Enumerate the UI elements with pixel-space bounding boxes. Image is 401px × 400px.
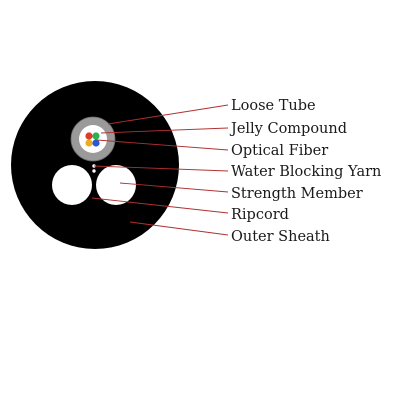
optical-fiber-green (92, 132, 100, 140)
label-optical-fiber: Optical Fiber (231, 143, 328, 159)
label-ripcord: Ripcord (231, 207, 289, 223)
optical-fiber-blue (92, 139, 100, 147)
label-strength-member: Strength Member (231, 186, 363, 202)
strength-member-right-shape (96, 165, 136, 205)
leader-line-outer-sheath (129, 221, 229, 236)
jelly-compound-shape (79, 125, 107, 153)
label-water-blocking-yarn: Water Blocking Yarn (231, 164, 381, 180)
ripcord-shape (92, 169, 96, 173)
optical-fibers (85, 132, 100, 147)
leader-line-ripcord (91, 197, 229, 214)
label-jelly-compound: Jelly Compound (229, 121, 347, 137)
leader-line-loose-tube (107, 104, 229, 125)
strength-member-left-shape (52, 165, 92, 205)
leader-line-strength-member (119, 182, 229, 193)
label-outer-sheath: Outer Sheath (231, 229, 330, 245)
leader-line-optical-fiber (96, 139, 229, 151)
label-loose-tube: Loose Tube (231, 98, 316, 114)
leader-line-water-blocking-yarn (93, 165, 229, 172)
leader-line-jelly-compound (100, 127, 229, 134)
optical-fiber-red (85, 132, 93, 140)
optical-fiber-yellow (85, 139, 93, 147)
